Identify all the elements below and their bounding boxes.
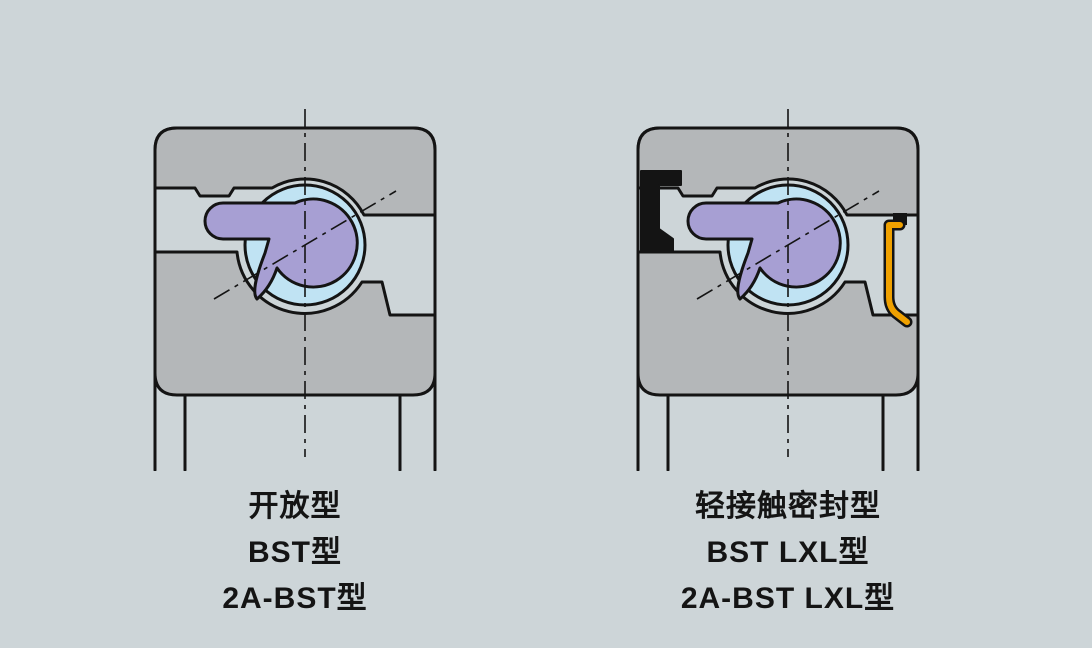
diagonal-centerline — [696, 190, 880, 300]
outer-ring — [636, 126, 920, 217]
caption-line: 2A-BST LXL型 — [680, 582, 896, 615]
caption-sealed-type: 轻接触密封型 BST LXL型 2A-BST LXL型 — [608, 484, 968, 622]
caption-line: 轻接触密封型 — [695, 490, 881, 523]
caption-line: 2A-BST型 — [222, 582, 368, 615]
light-contact-seal-right — [886, 222, 910, 325]
cage — [203, 197, 359, 301]
contact-seal-left — [640, 170, 682, 252]
bearing-sealed-svg — [636, 109, 920, 472]
caption-line: BST LXL型 — [706, 536, 870, 569]
bearing-diagram-open-type — [150, 103, 440, 472]
caption-line: 开放型 — [248, 490, 342, 523]
bearing-diagram-sealed-type — [633, 103, 923, 472]
outer-ring — [153, 126, 437, 217]
caption-line: BST型 — [248, 536, 342, 569]
diagonal-centerline — [213, 190, 397, 300]
cage — [686, 197, 842, 301]
caption-open-type: 开放型 BST型 2A-BST型 — [150, 484, 440, 622]
bearing-open-svg — [153, 109, 437, 472]
